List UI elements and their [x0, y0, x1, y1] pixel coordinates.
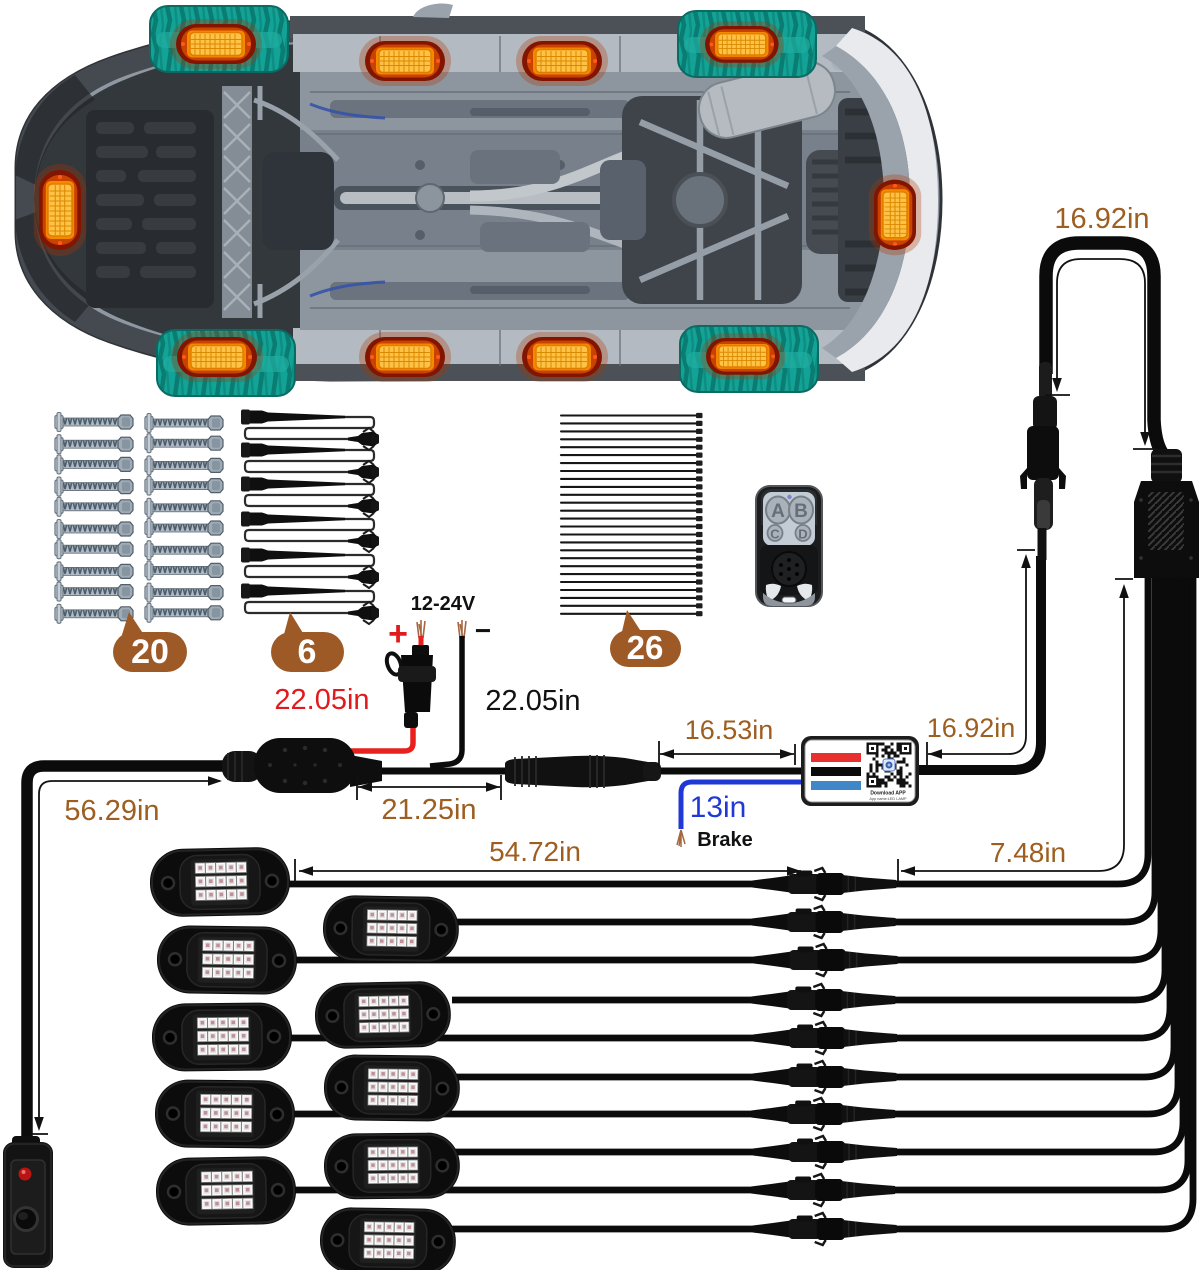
svg-text:56.29in: 56.29in	[64, 795, 159, 827]
svg-text:20: 20	[131, 633, 169, 671]
svg-text:B: B	[794, 501, 808, 522]
svg-text:7.48in: 7.48in	[990, 837, 1066, 868]
svg-text:22.05in: 22.05in	[274, 684, 369, 716]
svg-text:C: C	[770, 527, 780, 542]
svg-text:Download APP: Download APP	[870, 791, 906, 797]
svg-text:16.53in: 16.53in	[685, 715, 774, 745]
svg-text:Brake: Brake	[697, 829, 753, 851]
svg-text:12-24V: 12-24V	[411, 593, 476, 615]
svg-text:13in: 13in	[690, 791, 747, 824]
svg-text:54.72in: 54.72in	[489, 836, 581, 867]
svg-text:App name:LED LAMP: App name:LED LAMP	[869, 797, 907, 801]
svg-text:26: 26	[627, 629, 664, 666]
svg-text:21.25in: 21.25in	[381, 794, 476, 826]
svg-text:+: +	[388, 615, 408, 653]
svg-text:D: D	[798, 527, 807, 542]
svg-text:16.92in: 16.92in	[927, 713, 1016, 743]
svg-text:−: −	[475, 615, 491, 646]
svg-text:16.92in: 16.92in	[1054, 203, 1149, 235]
svg-text:6: 6	[298, 633, 317, 671]
svg-text:A: A	[771, 501, 785, 522]
svg-text:22.05in: 22.05in	[485, 685, 580, 717]
